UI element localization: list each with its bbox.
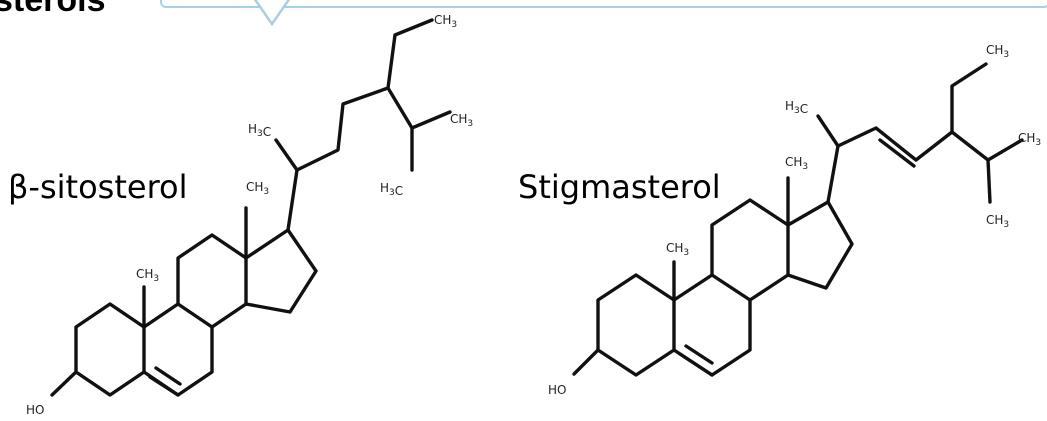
- ring-a-left: [74, 302, 146, 397]
- methyl-19-label: CH3: [136, 267, 159, 284]
- atom-labels-right: HO CH3 CH3 H3C CH3 CH3 CH3: [548, 43, 1041, 397]
- compound-name-stigmasterol: Stigmasterol: [518, 168, 721, 206]
- ring-b-left: [142, 302, 214, 397]
- ring-c-right: [710, 198, 790, 302]
- methyl-21-label: H3C: [248, 122, 271, 139]
- hydroxyl-label: HO: [548, 383, 566, 397]
- methyl-18-label: CH3: [246, 180, 269, 197]
- methyls-right: [572, 176, 790, 376]
- compound-name-beta-sitosterol: β-sitosterol: [8, 168, 188, 206]
- methyl-26-label: CH3: [1018, 131, 1041, 148]
- atom-labels-left: HO CH3 CH3 H3C CH3 CH3 H3C: [26, 13, 473, 417]
- methyl-21-label: H3C: [785, 99, 808, 116]
- methyl-29-label: CH3: [434, 13, 457, 30]
- methyl-27-label: CH3: [986, 213, 1009, 230]
- structure-beta-sitosterol: HO CH3 CH3 H3C CH3 CH3 H3C: [26, 13, 473, 417]
- ring-b-right: [672, 273, 752, 377]
- methyls-left: [50, 206, 248, 397]
- side-chain-left: [274, 18, 452, 232]
- hydroxyl-label: HO: [26, 403, 44, 417]
- banner-pointer-icon: [253, 0, 291, 27]
- methyl-29-label: CH3: [986, 43, 1009, 60]
- methyl-26-label: CH3: [450, 112, 473, 129]
- ring-a-right: [596, 273, 676, 377]
- ring-d-right: [786, 200, 854, 290]
- side-chain-right: [816, 62, 1024, 204]
- ring-c-left: [176, 233, 248, 329]
- header-banner: [160, 0, 1047, 27]
- structure-stigmasterol: HO CH3 CH3 H3C CH3 CH3 CH3: [548, 43, 1041, 397]
- methyl-19-label: CH3: [666, 241, 689, 258]
- methyl-27-label: H3C: [380, 181, 403, 198]
- methyl-18-label: CH3: [785, 155, 808, 172]
- section-heading: sterols: [0, 0, 106, 19]
- ring-d-left: [244, 228, 318, 314]
